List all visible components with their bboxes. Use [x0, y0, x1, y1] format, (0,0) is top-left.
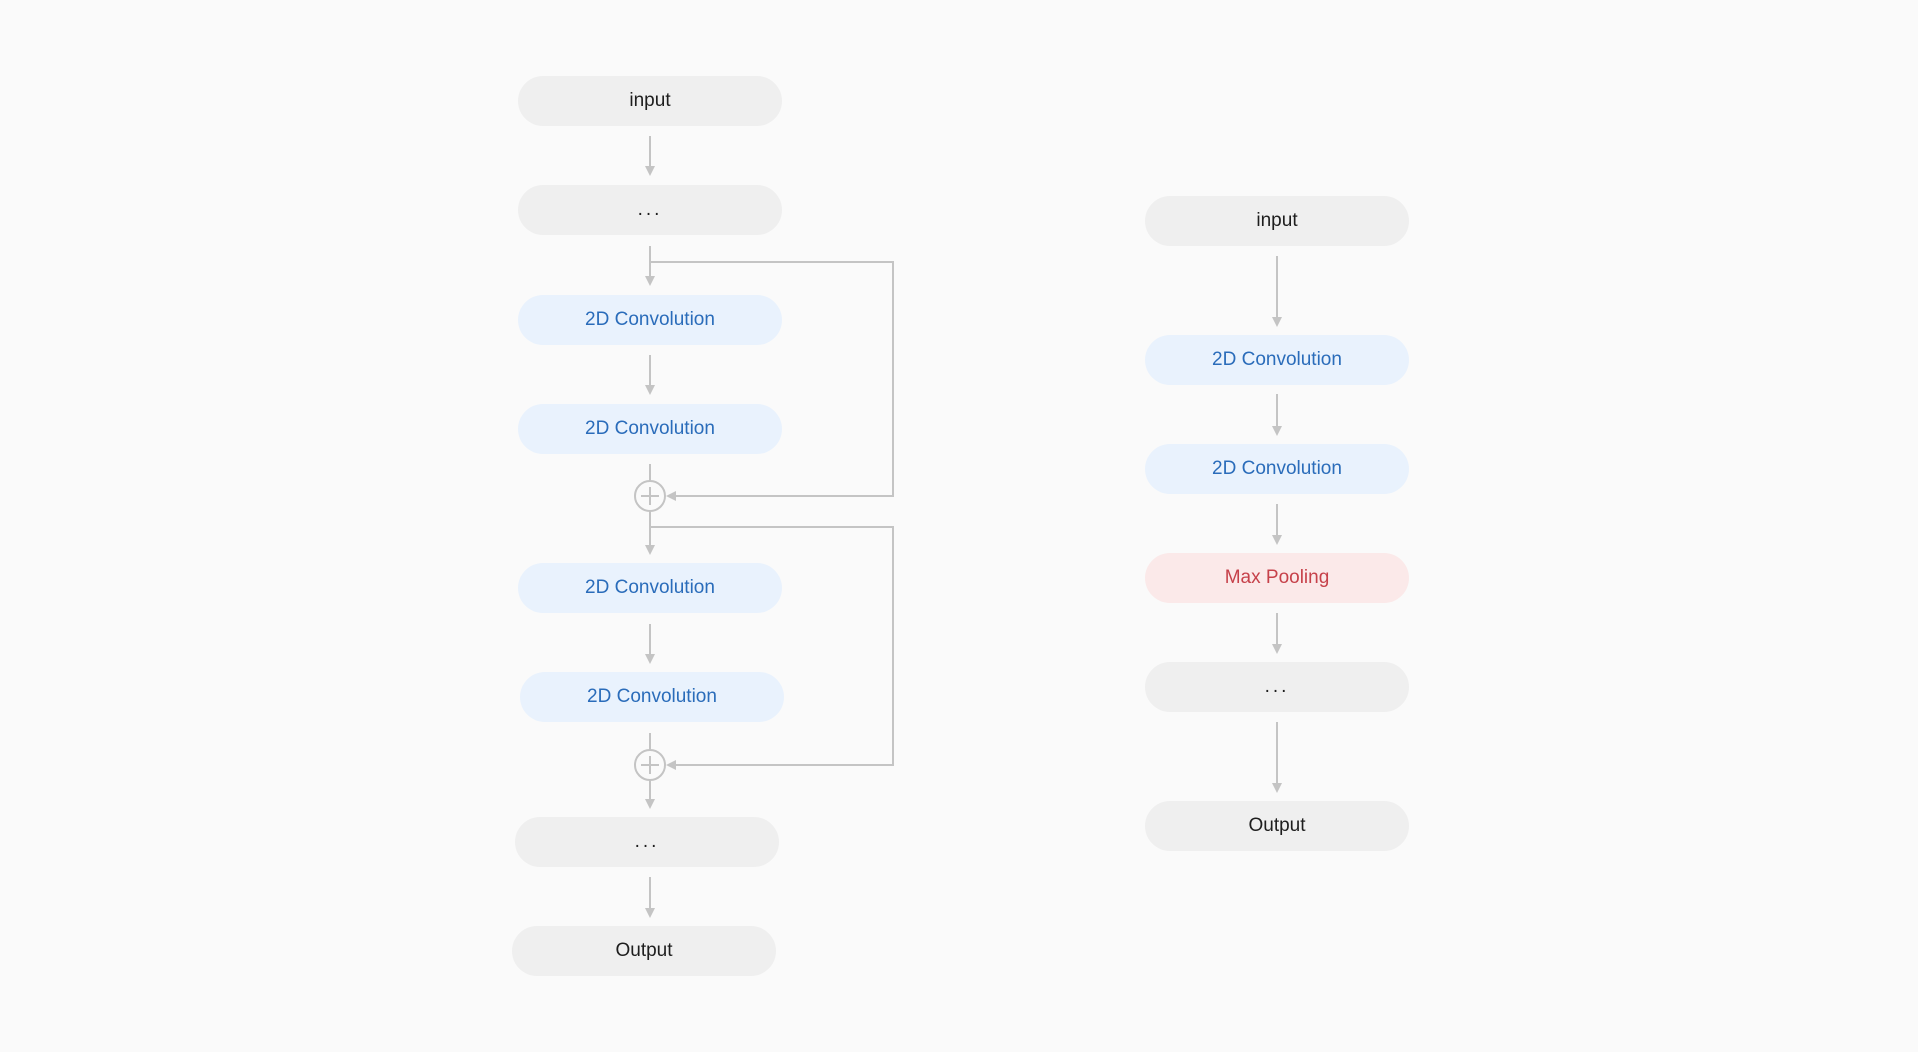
max-pooling-node: Max Pooling — [1145, 553, 1409, 603]
conv2d-node: 2D Convolution — [1145, 335, 1409, 385]
conv2d-node: 2D Convolution — [518, 295, 782, 345]
conv2d-node: 2D Convolution — [520, 672, 784, 722]
ellipsis-node: ... — [515, 817, 779, 867]
ellipsis-node: ... — [518, 185, 782, 235]
conv2d-node: 2D Convolution — [518, 404, 782, 454]
conv2d-node: 2D Convolution — [1145, 444, 1409, 494]
output-node: Output — [512, 926, 776, 976]
input-node: input — [518, 76, 782, 126]
input-node: input — [1145, 196, 1409, 246]
conv2d-node: 2D Convolution — [518, 563, 782, 613]
skip-connection-2 — [650, 526, 894, 770]
ellipsis-node: ... — [1145, 662, 1409, 712]
skip-connection-1 — [650, 261, 894, 501]
output-node: Output — [1145, 801, 1409, 851]
